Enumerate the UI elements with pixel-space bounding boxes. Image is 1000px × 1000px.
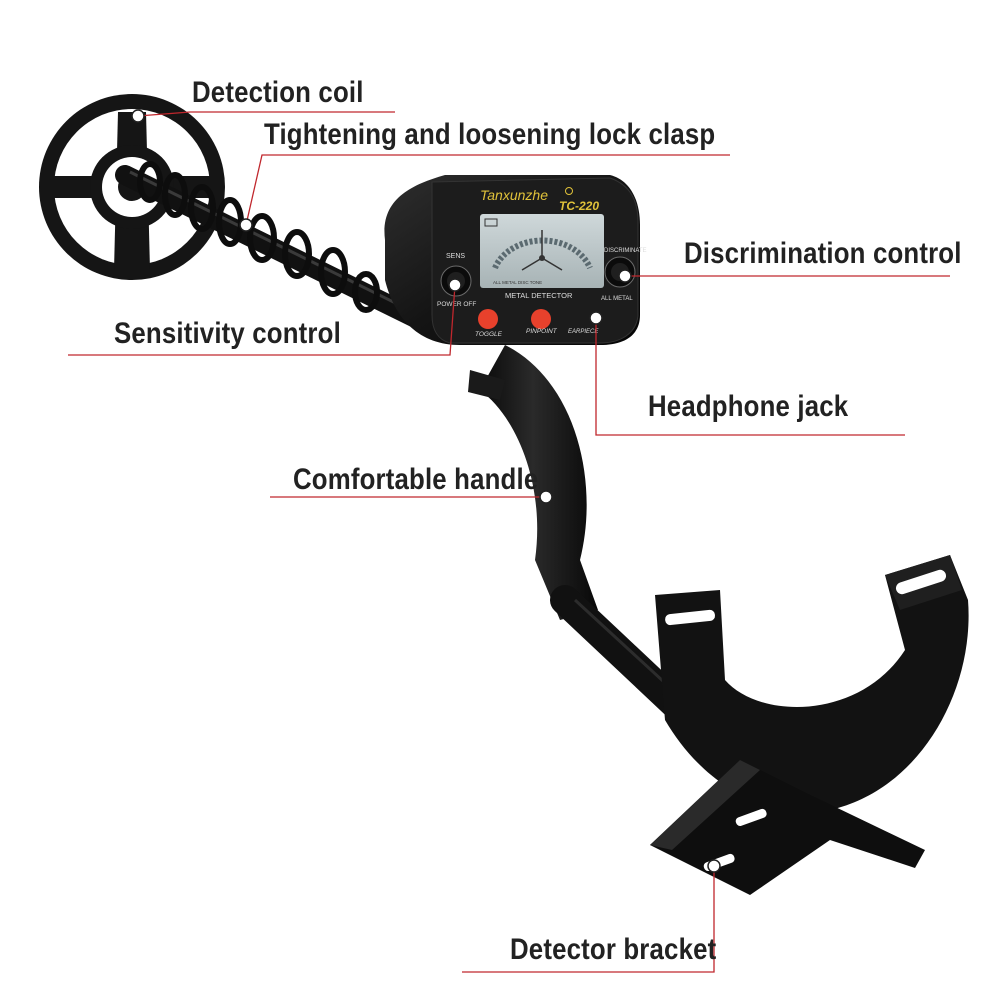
- detector-bracket-shape: [650, 555, 969, 895]
- pinpoint-label: PINPOINT: [526, 328, 558, 335]
- label-sensitivity-control: Sensitivity control: [114, 317, 341, 350]
- dot-discrimination: [618, 269, 632, 283]
- model-label: TC-220: [559, 199, 599, 213]
- earpiece-label: EARPIECE: [568, 329, 599, 335]
- metal-detector-label: METAL DETECTOR: [505, 291, 573, 300]
- label-comfortable-handle: Comfortable handle: [293, 463, 539, 496]
- dot-lock-clasp: [239, 218, 253, 232]
- leader-lock-clasp: [245, 154, 730, 226]
- leader-bracket: [462, 866, 715, 973]
- power-off-label: POWER OFF: [437, 301, 476, 308]
- leader-detection-coil: [137, 111, 395, 117]
- all-metal-label: ALL METAL: [601, 296, 633, 302]
- toggle-button[interactable]: [478, 309, 498, 329]
- dot-handle: [539, 490, 553, 504]
- label-lock-clasp: Tightening and loosening lock clasp: [264, 118, 716, 151]
- label-headphone-jack: Headphone jack: [648, 390, 849, 423]
- label-discrimination-control: Discrimination control: [684, 237, 962, 270]
- dot-sensitivity: [448, 278, 462, 292]
- dot-detection-coil: [131, 109, 145, 123]
- label-detector-bracket: Detector bracket: [510, 933, 717, 966]
- callout-dots: [131, 109, 721, 873]
- lcd-scale-text: ALL METAL DISC TONE: [493, 280, 542, 285]
- label-detection-coil: Detection coil: [192, 76, 364, 109]
- discriminate-knob-label: DISCRIMINATE: [604, 248, 647, 254]
- handle: [468, 345, 598, 620]
- leader-headphone-jack: [595, 322, 905, 436]
- sens-knob-label: SENS: [446, 253, 465, 260]
- leader-lines: [68, 111, 950, 973]
- toggle-label: TOGGLE: [475, 331, 503, 338]
- pinpoint-button[interactable]: [531, 309, 551, 329]
- brand-label: Tanxunzhe: [480, 187, 548, 203]
- control-box: Tanxunzhe TC-220 ALL METAL DISC TONE SEN…: [384, 175, 647, 345]
- coiled-cable: [137, 161, 380, 313]
- dot-headphone-jack: [589, 311, 603, 325]
- dot-bracket: [707, 859, 721, 873]
- leader-sensitivity: [68, 284, 456, 356]
